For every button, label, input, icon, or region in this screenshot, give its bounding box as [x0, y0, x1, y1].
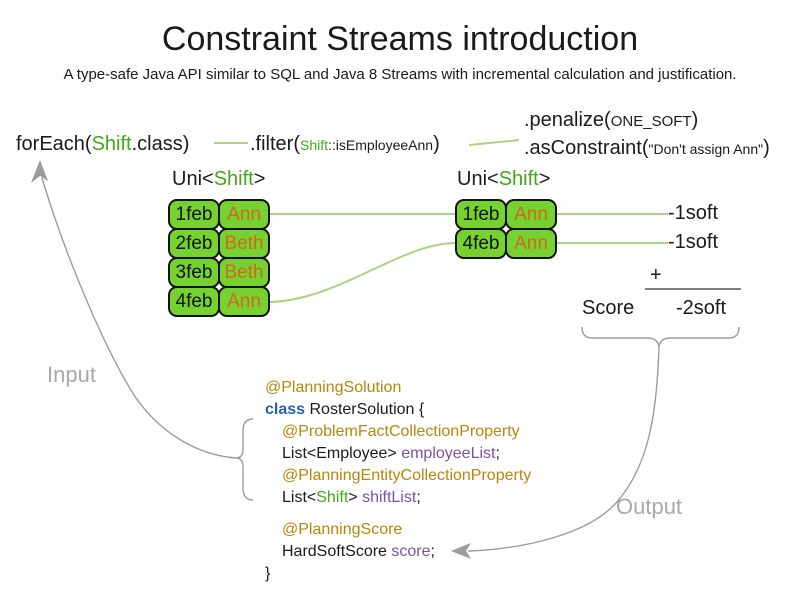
shift-employee-cell: Ann: [505, 228, 557, 259]
asconstraint-pre: .asConstraint(: [524, 137, 649, 159]
connector-filter-penalize: [468, 139, 520, 146]
code-token: ;: [416, 489, 421, 506]
penalize-post: ): [691, 109, 699, 131]
label-pre: Uni<: [172, 168, 214, 190]
code-line: @PlanningScore: [265, 519, 531, 541]
code-token: List<Employee>: [282, 445, 402, 462]
code-line: List<Shift> shiftList;: [265, 487, 531, 509]
code-line: @PlanningEntityCollectionProperty: [265, 465, 531, 487]
penalize-expression: .penalize(ONE_SOFT): [524, 107, 698, 135]
code-token: HardSoftScore: [282, 543, 392, 560]
code-line: class RosterSolution {: [265, 399, 531, 421]
code-token: >: [348, 489, 363, 506]
code-token: List<: [282, 489, 317, 506]
label-class: Shift: [213, 168, 254, 190]
shift-date-cell: 3feb: [168, 257, 220, 288]
total-score: -2soft: [676, 297, 727, 319]
code-token: @PlanningEntityCollectionProperty: [282, 467, 532, 484]
code-line: [265, 509, 531, 519]
filter-post: ): [433, 133, 440, 155]
code-token: class: [265, 401, 306, 418]
shift-employee-cell: Ann: [218, 199, 270, 230]
code-token: @ProblemFactCollectionProperty: [282, 423, 520, 440]
code-token: employeeList: [401, 445, 496, 462]
code-line: List<Employee> employeeList;: [265, 443, 531, 465]
shift-employee-cell: Beth: [218, 228, 270, 259]
right-stream-label: Uni<Shift>: [457, 168, 550, 191]
code-token: ;: [495, 445, 500, 462]
asconstraint-arg: "Don't assign Ann": [648, 141, 764, 157]
score-brace: [581, 326, 740, 347]
code-token: @PlanningSolution: [265, 379, 402, 396]
shift-employee-cell: Beth: [218, 257, 270, 288]
page-subtitle: A type-safe Java API similar to SQL and …: [63, 66, 737, 83]
input-arrowhead-icon: [31, 160, 48, 183]
label-class: Shift: [498, 168, 539, 190]
shift-date-cell: 4feb: [168, 286, 220, 317]
code-block: @PlanningSolution class RosterSolution { @…: [265, 377, 531, 585]
code-token: @PlanningScore: [282, 521, 403, 538]
asconstraint-post: ): [763, 137, 770, 159]
code-line: @PlanningSolution: [265, 377, 531, 399]
code-token: ;: [430, 543, 435, 560]
left-stream-label: Uni<Shift>: [172, 168, 265, 191]
page-title: Constraint Streams introduction: [161, 20, 639, 58]
foreach-pre: forEach(: [16, 133, 92, 155]
filter-arg-class: Shift: [300, 137, 329, 153]
code-token: score: [391, 543, 431, 560]
plus-sign: +: [650, 264, 662, 286]
label-post: >: [253, 168, 266, 190]
shift-employee-cell: Ann: [505, 199, 557, 230]
penalize-arg: ONE_SOFT: [610, 113, 692, 130]
score-label: Score: [582, 297, 635, 319]
match-score-2: -1soft: [668, 231, 719, 253]
label-post: >: [538, 168, 551, 190]
shift-employee-cell: Ann: [218, 286, 270, 317]
shift-date-cell: 4feb: [455, 228, 507, 259]
code-line: @ProblemFactCollectionProperty: [265, 421, 531, 443]
shift-date-cell: 2feb: [168, 228, 220, 259]
shift-date-cell: 1feb: [455, 199, 507, 230]
input-label: Input: [47, 362, 96, 387]
label-pre: Uni<: [457, 168, 499, 190]
foreach-expression: forEach(Shift.class): [16, 131, 189, 157]
foreach-post: .class): [131, 133, 190, 155]
asconstraint-expression: .asConstraint("Don't assign Ann"): [524, 135, 770, 162]
code-token: }: [265, 565, 271, 582]
output-label: Output: [616, 494, 683, 519]
code-token: RosterSolution {: [305, 401, 425, 418]
shift-date-cell: 1feb: [168, 199, 220, 230]
penalize-pre: .penalize(: [524, 109, 611, 131]
connector-4feb-match: [269, 242, 457, 303]
code-token: Shift: [316, 489, 349, 506]
code-line: HardSoftScore score;: [265, 541, 531, 563]
filter-pre: .filter(: [250, 133, 300, 155]
code-token: shiftList: [362, 489, 417, 506]
foreach-class: Shift: [91, 133, 132, 155]
match-score-1: -1soft: [668, 202, 719, 224]
filter-arg-rest: ::isEmployeeAnn: [328, 137, 434, 153]
code-line: }: [265, 563, 531, 585]
input-brace: [235, 418, 254, 501]
filter-expression: .filter(Shift::isEmployeeAnn): [250, 131, 440, 158]
